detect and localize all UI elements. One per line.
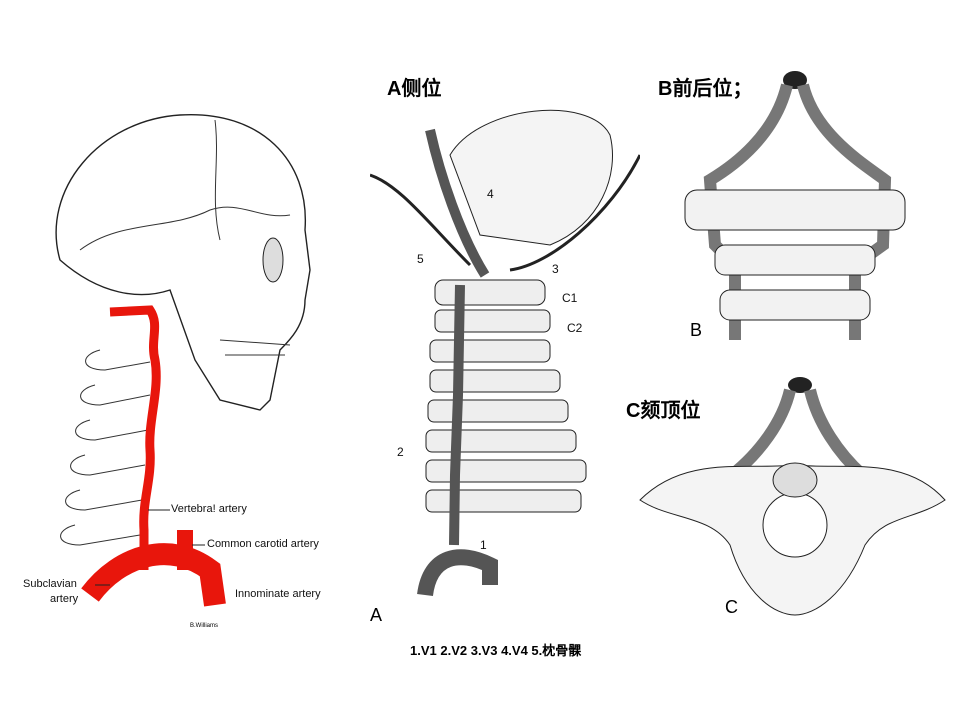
ap-view-illustration	[684, 71, 906, 340]
figure-b-ap: B	[675, 65, 935, 350]
illustrator-signature: B.Williams	[190, 623, 218, 629]
skull-illustration	[55, 114, 311, 607]
figure-a-letter: A	[370, 605, 383, 625]
marker-3: 3	[552, 262, 559, 276]
label-c1: C1	[562, 291, 578, 305]
left-figure-skull: Vertebra! artery Common carotid artery S…	[20, 100, 360, 640]
label-subclavian-artery-line2: artery	[50, 593, 79, 605]
marker-5: 5	[417, 252, 424, 266]
label-vertebral-artery: Vertebra! artery	[171, 503, 247, 515]
figure-c-submentovertex: C	[635, 375, 950, 625]
figure-caption: 1.V1 2.V2 3.V3 4.V4 5.枕骨髁	[410, 643, 582, 658]
figure-b-title: B前后位；	[658, 78, 753, 100]
figure-c-letter: C	[725, 597, 738, 617]
marker-2: 2	[397, 445, 404, 459]
submentovertex-view-illustration	[639, 377, 946, 616]
lateral-spine-illustration	[370, 109, 640, 597]
figure-a-lateral: 4 5 3 C1 C2 2 1 A	[370, 95, 640, 635]
label-common-carotid-artery: Common carotid artery	[207, 538, 319, 550]
label-c2: C2	[567, 321, 583, 335]
figure-a-title: A侧位	[387, 78, 442, 100]
label-subclavian-artery-line1: Subclavian	[23, 578, 77, 590]
figure-b-letter: B	[690, 320, 703, 340]
figure-c-title: C颏顶位	[626, 400, 701, 422]
marker-4: 4	[487, 187, 494, 201]
label-innominate-artery: Innominate artery	[235, 588, 321, 600]
marker-1: 1	[480, 538, 487, 552]
